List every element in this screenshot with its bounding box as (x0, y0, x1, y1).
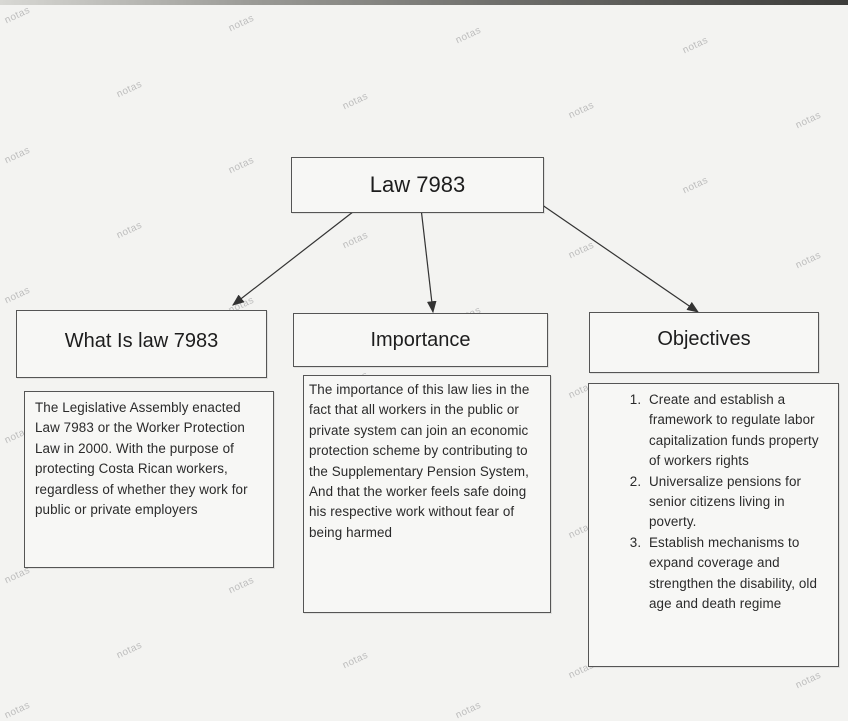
importance-body-text: The importance of this law lies in the f… (309, 382, 530, 540)
importance-heading: Importance (370, 328, 471, 351)
objectives-heading-box: Objectives (589, 312, 819, 373)
root-node: Law 7983 (291, 157, 544, 213)
arrow-to-objectives (531, 197, 699, 313)
what-is-body-text: The Legislative Assembly enacted Law 798… (35, 400, 248, 518)
arrow-to-what-is (232, 207, 359, 306)
what-is-heading: What Is law 7983 (64, 329, 219, 352)
root-node-label: Law 7983 (369, 172, 466, 197)
importance-heading-box: Importance (293, 313, 548, 367)
objectives-body-box: Create and establish a framework to regu… (588, 383, 839, 667)
arrow-to-importance (420, 207, 437, 314)
objective-item: Establish mechanisms to expand coverage … (645, 533, 826, 615)
objectives-list: Create and establish a framework to regu… (589, 384, 838, 614)
importance-body-box: The importance of this law lies in the f… (303, 375, 551, 613)
objective-item: Create and establish a framework to regu… (645, 390, 826, 472)
objectives-heading: Objectives (657, 328, 751, 350)
top-edge-shadow (0, 0, 848, 5)
what-is-body-box: The Legislative Assembly enacted Law 798… (24, 391, 274, 568)
what-is-heading-box: What Is law 7983 (16, 310, 267, 378)
objective-item: Universalize pensions for senior citizen… (645, 472, 826, 533)
